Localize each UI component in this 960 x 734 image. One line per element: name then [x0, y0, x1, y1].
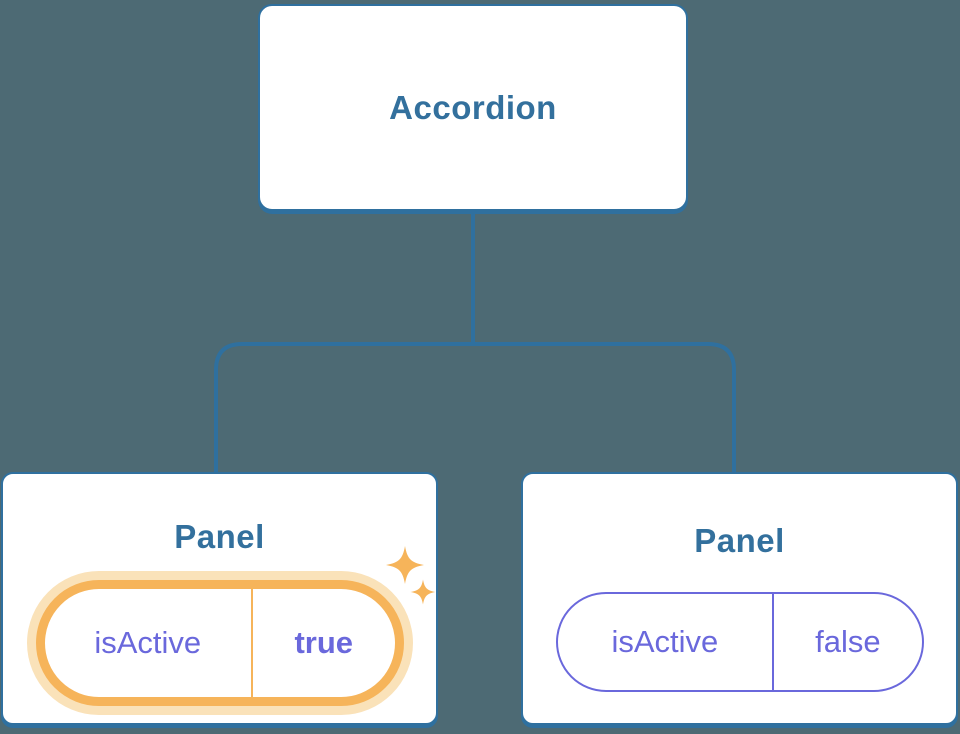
- panel-node-label: Panel: [694, 522, 785, 559]
- pill-divider: [772, 594, 775, 690]
- prop-value: true: [294, 625, 354, 660]
- pill-divider: [251, 589, 253, 697]
- prop-pill-highlighted: isActive true: [35, 580, 404, 706]
- accordion-node-label: Accordion: [389, 88, 557, 126]
- panel-node-label: Panel: [174, 518, 265, 555]
- prop-name: isActive: [611, 624, 719, 659]
- prop-pill: isActive false: [555, 592, 924, 692]
- prop-value: false: [815, 624, 881, 659]
- panel-node-active: Panel isActive true: [1, 472, 438, 725]
- panel-node-inactive: Panel isActive false: [521, 472, 958, 725]
- prop-name: isActive: [94, 625, 202, 660]
- accordion-node: Accordion: [258, 4, 688, 211]
